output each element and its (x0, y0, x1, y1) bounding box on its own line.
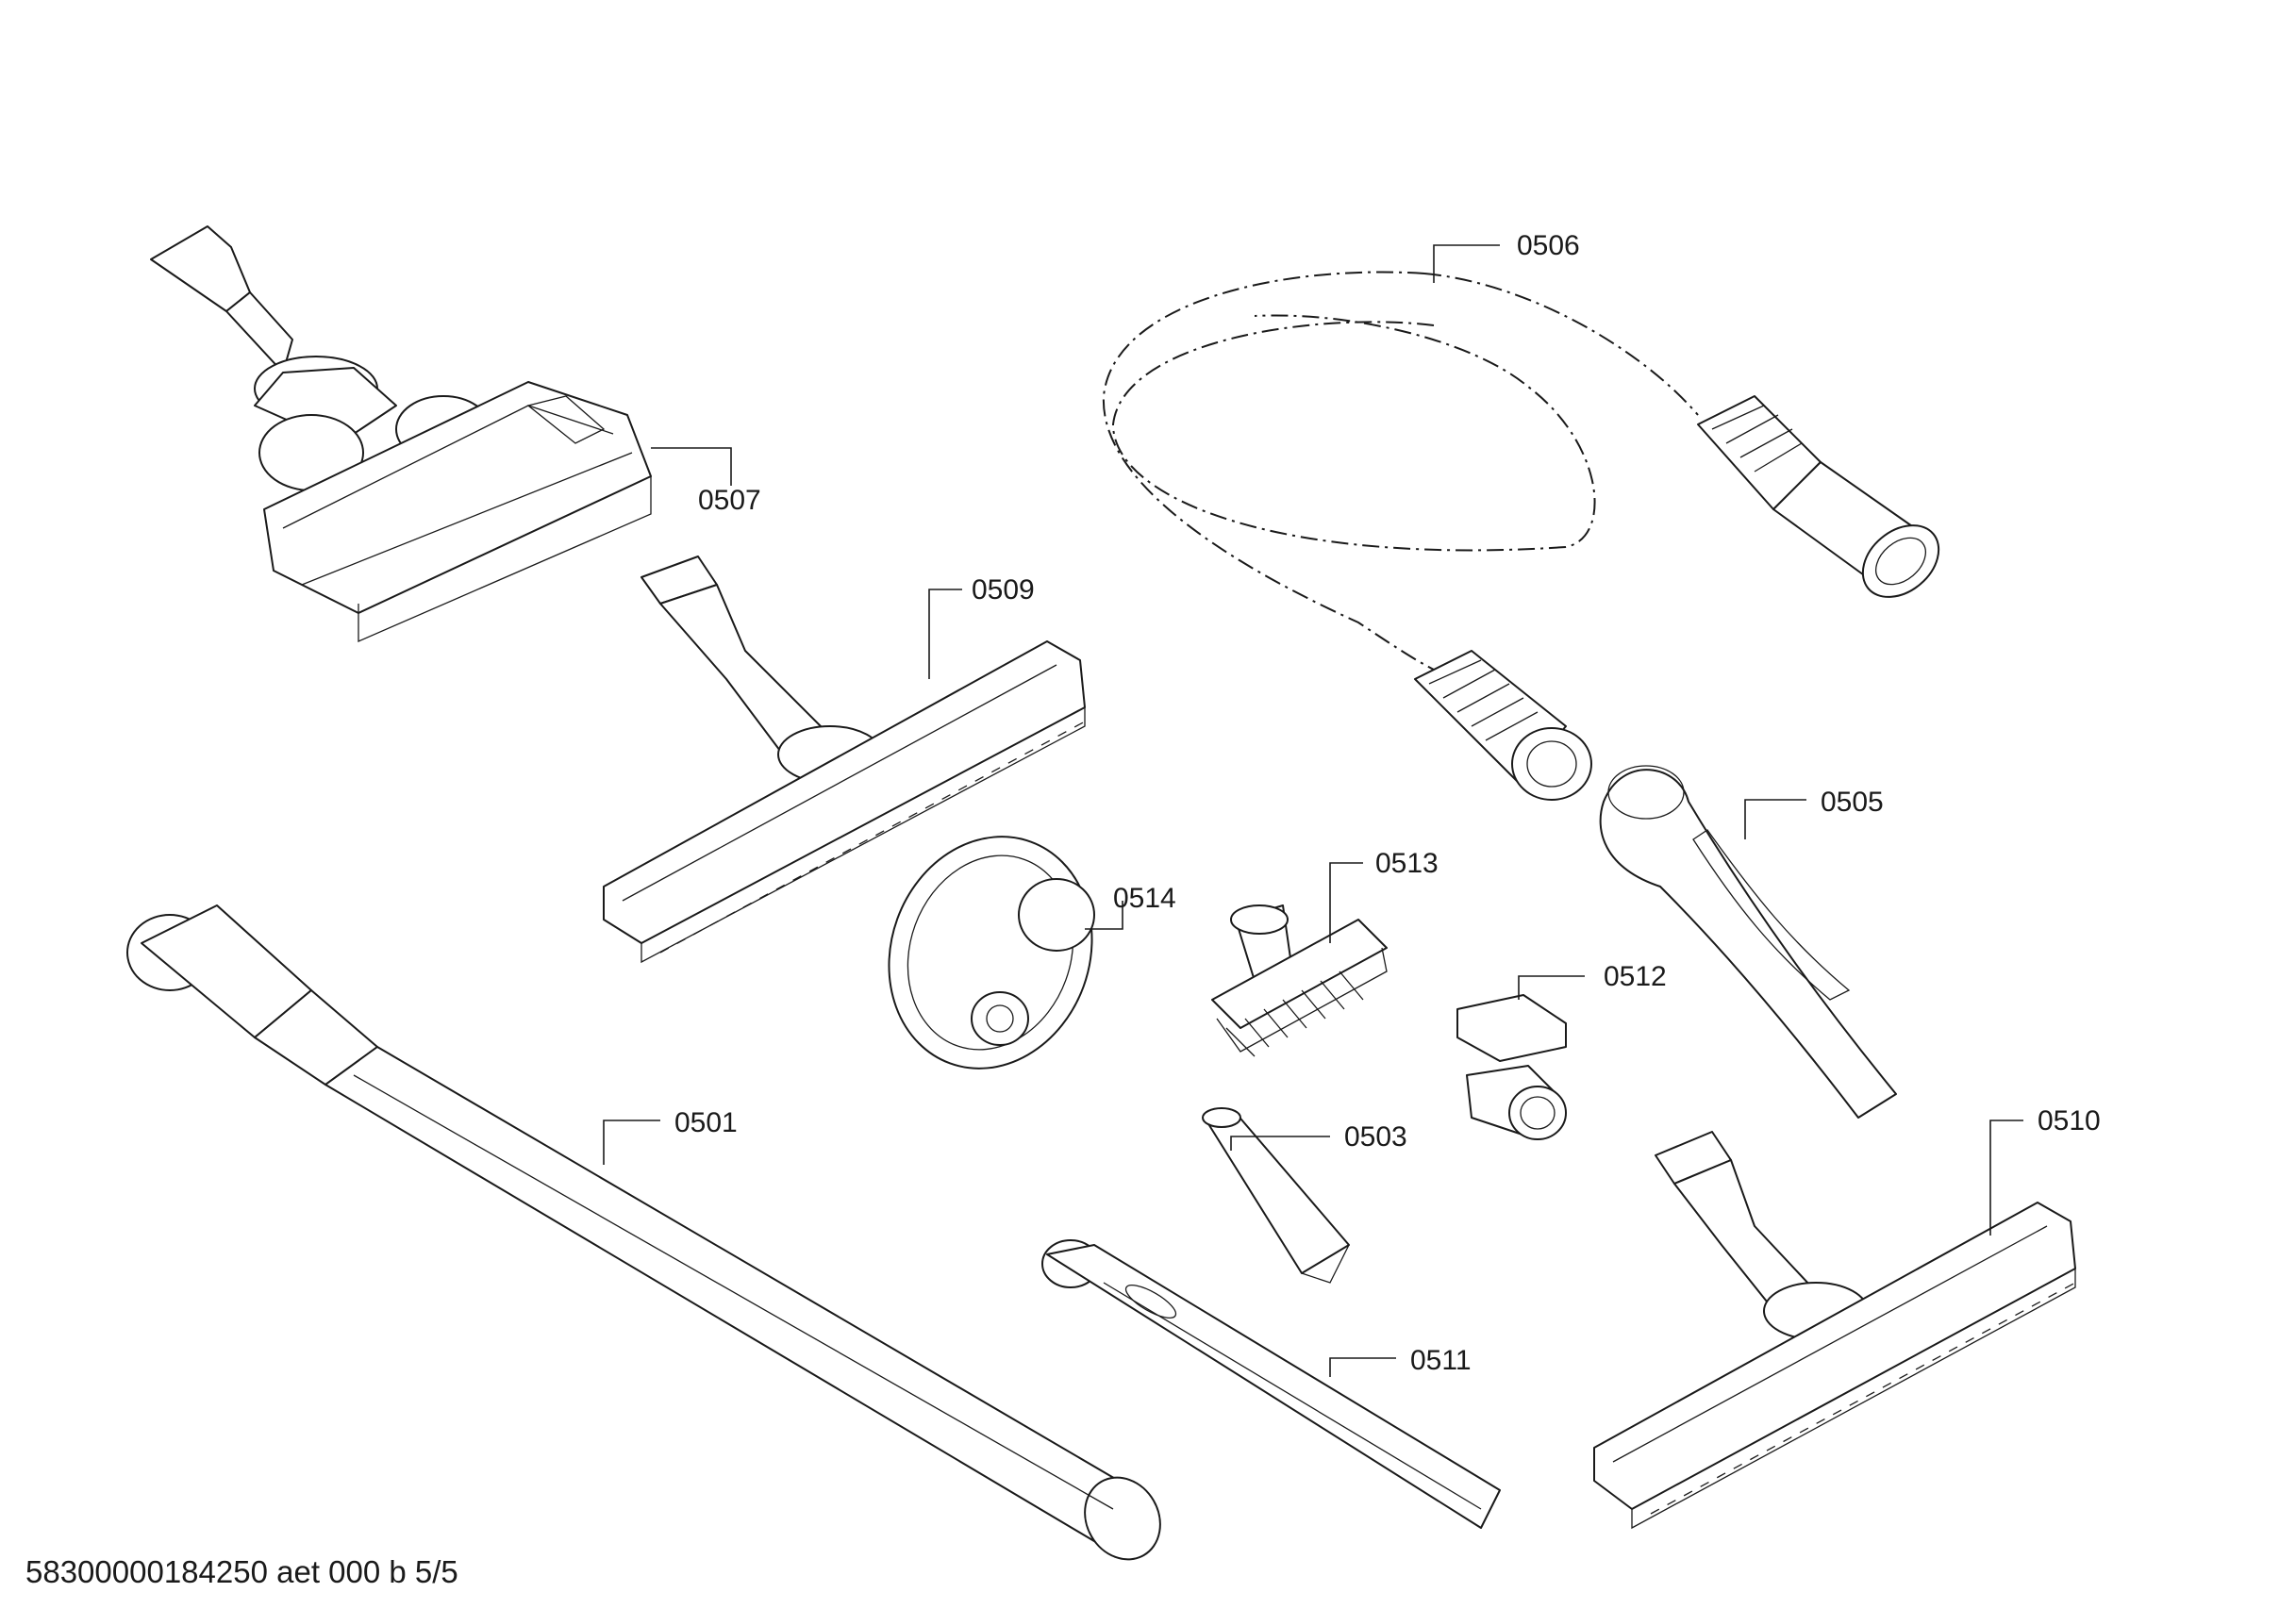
label-0501: 0501 (674, 1107, 738, 1138)
label-0513: 0513 (1375, 848, 1439, 879)
label-0511: 0511 (1410, 1345, 1472, 1376)
part-0503-crevice-tool[interactable] (1202, 1107, 1350, 1284)
label-0510: 0510 (2038, 1105, 2101, 1136)
label-0509: 0509 (972, 574, 1035, 605)
label-0506: 0506 (1517, 230, 1580, 261)
part-0509-floor-nozzle[interactable] (603, 556, 1086, 964)
part-0513-brush[interactable] (1211, 904, 1388, 1057)
part-0512-clips[interactable] (1456, 994, 1567, 1140)
label-0505: 0505 (1821, 787, 1884, 818)
part-0501-telescopic-tube[interactable] (126, 904, 1174, 1573)
part-0505-handle[interactable] (1599, 765, 1897, 1119)
label-0507: 0507 (698, 485, 761, 516)
label-0512: 0512 (1604, 961, 1667, 992)
part-0507-turbo-nozzle[interactable] (150, 225, 652, 642)
part-0510-floor-nozzle[interactable] (1593, 1131, 2076, 1530)
part-0514-adapter[interactable] (857, 808, 1124, 1098)
part-0511-long-crevice-tool[interactable] (1041, 1239, 1501, 1529)
label-0503: 0503 (1344, 1121, 1407, 1153)
drawing-reference-footer: 58300000184250 aet 000 b 5/5 (25, 1554, 458, 1589)
part-0506-hose[interactable] (1102, 271, 1953, 801)
label-0514: 0514 (1113, 883, 1176, 914)
